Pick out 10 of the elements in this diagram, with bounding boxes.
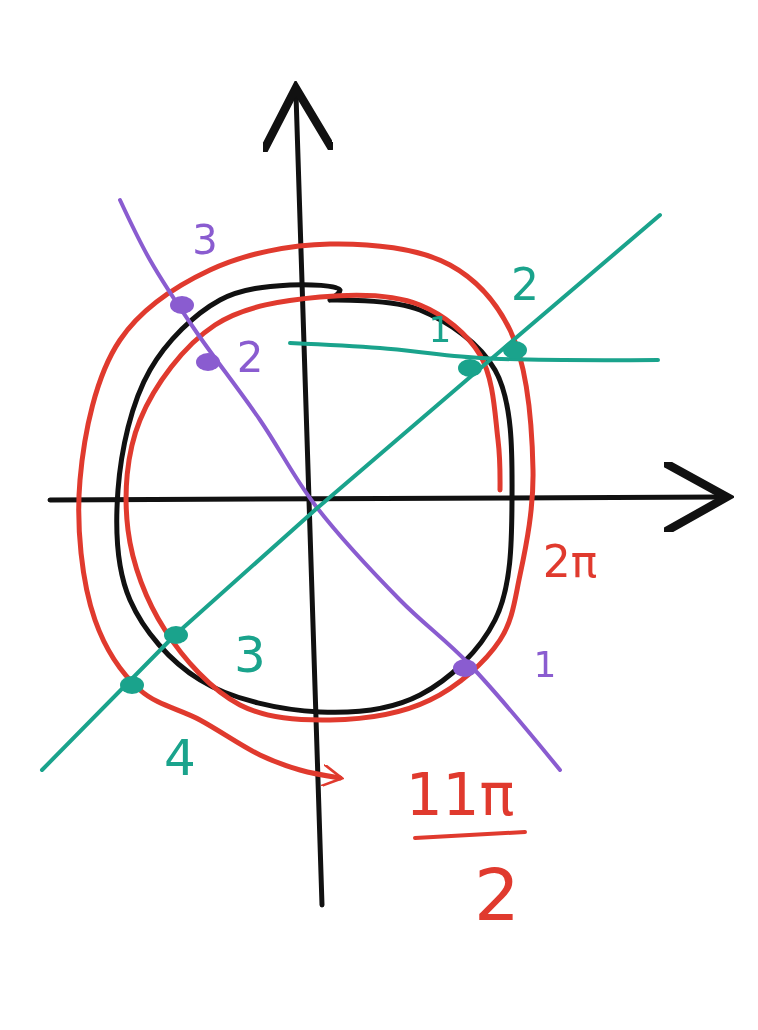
angle-label: 11π: [405, 766, 515, 824]
angle-label: 2: [474, 859, 520, 931]
angle-label: 1: [533, 647, 557, 683]
angle-label: 3: [234, 630, 266, 680]
angle-label: 3: [192, 220, 218, 260]
angle-label: 4: [164, 733, 196, 783]
angle-label: 2: [511, 263, 539, 307]
angle-label: 2π: [542, 540, 598, 584]
angle-label: 1: [428, 312, 452, 348]
angle-label: 2: [236, 337, 264, 379]
